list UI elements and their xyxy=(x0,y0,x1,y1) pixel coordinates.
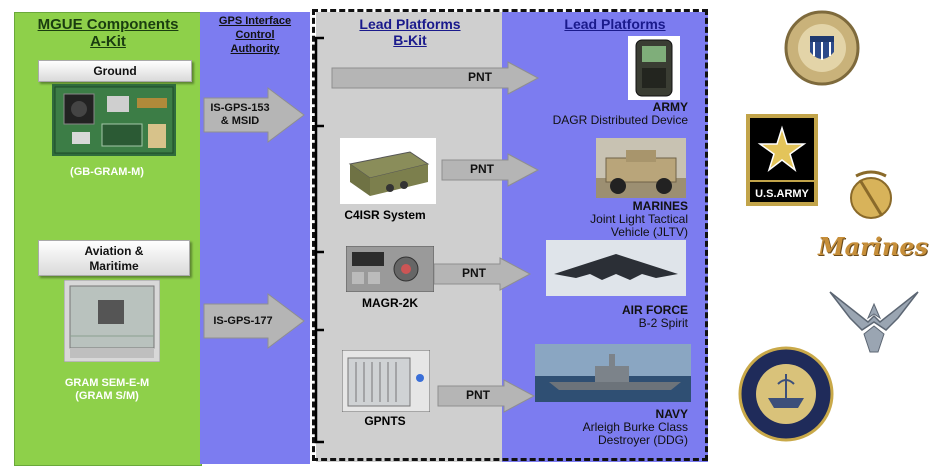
marines-wordmark: Marines xyxy=(818,232,929,261)
gram-sm-caption: GRAM SEM-E-M (GRAM S/M) xyxy=(24,377,190,403)
ground-label: Ground xyxy=(38,60,192,82)
b2-spirit-image xyxy=(546,240,686,296)
b-kit-brackets xyxy=(312,36,324,444)
a-kit-title-line2: A-Kit xyxy=(90,33,126,50)
dagr-device-image xyxy=(628,36,680,100)
pnt-label-marines: PNT xyxy=(470,162,494,176)
air-force-symbol-icon xyxy=(829,291,919,353)
platform-navy-service: NAVY xyxy=(655,407,688,421)
c4isr-system-image xyxy=(340,138,436,204)
platform-airforce: AIR FORCE B-2 Spirit xyxy=(505,304,688,330)
platform-marines-service: MARINES xyxy=(632,199,688,213)
a-kit-title: MGUE Components A-Kit xyxy=(20,16,196,50)
navy-seal-icon xyxy=(738,346,834,442)
platform-army-line1: DAGR Distributed Device xyxy=(552,113,688,127)
is-gps-153-line1: IS-GPS-153 xyxy=(210,102,270,114)
gram-caption-line2: (GRAM S/M) xyxy=(75,390,139,402)
magr-2k-label: MAGR-2K xyxy=(362,296,418,310)
gpnts-image xyxy=(342,350,430,412)
b-kit-title: Lead Platforms B-Kit xyxy=(330,16,490,48)
jltv-image xyxy=(596,138,686,198)
a-kit-title-line1: MGUE Components xyxy=(37,16,179,33)
platform-airforce-line1: B-2 Spirit xyxy=(638,316,688,330)
gb-gram-m-image xyxy=(52,84,176,156)
gram-caption-line1: GRAM SEM-E-M xyxy=(64,377,150,389)
gps-interface-title: GPS Interface Control Authority xyxy=(200,14,310,56)
lead-platforms-dashed-box xyxy=(312,9,708,461)
aviation-label-line2: Maritime xyxy=(89,259,139,273)
platform-marines: MARINES Joint Light Tactical Vehicle (JL… xyxy=(505,200,688,239)
b-kit-title-line2: B-Kit xyxy=(393,32,427,48)
gram-sem-e-m-image xyxy=(64,280,160,362)
lead-platforms-title: Lead Platforms xyxy=(564,16,666,32)
pnt-arrow-army xyxy=(331,61,540,95)
pnt-arrow-airforce xyxy=(433,257,532,291)
diagram-canvas: MGUE Components A-Kit Ground (GB-GRAM-M)… xyxy=(14,9,708,466)
pnt-arrow-navy xyxy=(437,379,536,413)
is-gps-153-arrow xyxy=(203,87,305,143)
b-kit-title-line1: Lead Platforms xyxy=(359,16,461,32)
is-gps-153-line2: & MSID xyxy=(220,115,260,127)
platform-army: ARMY DAGR Distributed Device xyxy=(505,101,688,127)
is-gps-177-arrow xyxy=(203,293,305,349)
platform-army-service: ARMY xyxy=(652,100,688,114)
pnt-label-airforce: PNT xyxy=(462,266,486,280)
is-gps-177-label: IS-GPS-177 xyxy=(213,315,273,327)
pnt-label-navy: PNT xyxy=(466,388,490,402)
marines-emblem-icon xyxy=(850,170,892,219)
is-gps-153-label: IS-GPS-153 & MSID xyxy=(210,102,270,128)
gb-gram-m-caption: (GB-GRAM-M) xyxy=(70,166,144,178)
gps-title-line2: Control xyxy=(235,29,275,41)
platform-marines-line1: Joint Light Tactical xyxy=(590,212,688,226)
c4isr-system-label: C4ISR System xyxy=(344,208,426,222)
pnt-label-army: PNT xyxy=(468,70,492,84)
ddg-destroyer-image xyxy=(535,344,691,402)
gpnts-label: GPNTS xyxy=(364,414,406,428)
platform-navy-line1: Arleigh Burke Class xyxy=(582,420,688,434)
gps-title-line1: GPS Interface xyxy=(218,15,292,27)
gps-title-line3: Authority xyxy=(230,43,280,55)
gps-interface-panel xyxy=(200,12,310,464)
magr-2k-image xyxy=(346,246,434,292)
platform-navy: NAVY Arleigh Burke Class Destroyer (DDG) xyxy=(505,408,688,447)
aviation-label-line1: Aviation & xyxy=(84,244,144,258)
us-army-text: U.S.ARMY xyxy=(755,188,809,200)
aviation-maritime-label: Aviation & Maritime xyxy=(38,240,190,276)
platform-airforce-service: AIR FORCE xyxy=(622,303,688,317)
joint-chiefs-seal-icon xyxy=(784,10,860,86)
platform-marines-line2: Vehicle (JLTV) xyxy=(610,225,688,239)
platform-navy-line2: Destroyer (DDG) xyxy=(597,433,688,447)
pnt-arrow-marines xyxy=(441,153,540,187)
us-army-logo-icon: U.S.ARMY xyxy=(746,114,818,206)
